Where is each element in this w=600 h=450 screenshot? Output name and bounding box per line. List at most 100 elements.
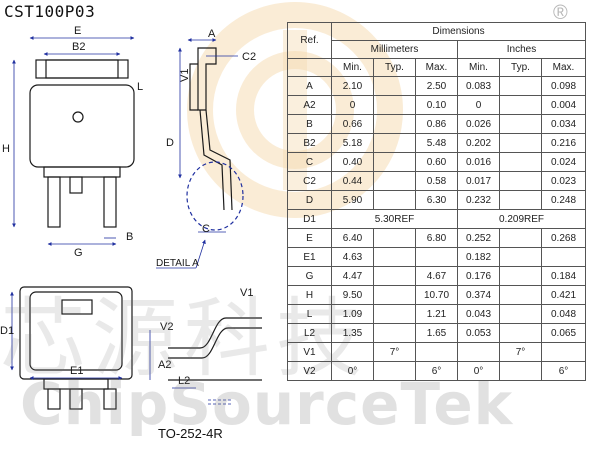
registered-mark: ®: [553, 2, 568, 24]
dimensions-table: Ref. Dimensions Millimeters Inches Min.T…: [287, 22, 586, 381]
table-cell: 1.21: [415, 304, 458, 324]
table-cell: [373, 285, 416, 305]
label-C2: C2: [242, 51, 256, 63]
table-cell: 0.421: [541, 285, 586, 305]
subheader-cell: Min.: [457, 58, 500, 77]
table-cell: [499, 190, 542, 210]
table-cell: 1.65: [415, 323, 458, 343]
table-cell: 6°: [415, 361, 458, 381]
table-cell: [499, 304, 542, 324]
top-view: [29, 59, 135, 228]
label-C: C: [202, 223, 210, 235]
table-cell: [373, 247, 416, 267]
label-V1-detail: V1: [240, 287, 253, 299]
label-E1: E1: [70, 365, 83, 377]
table-cell: 0.40: [331, 152, 374, 172]
table-cell: [499, 247, 542, 267]
ref-cell: V1: [287, 342, 332, 362]
bottom-view: [19, 286, 133, 410]
table-cell: [457, 342, 500, 362]
table-cell: [499, 228, 542, 248]
ref-cell: E: [287, 228, 332, 248]
table-cell: 0.86: [415, 114, 458, 134]
table-cell: 0.026: [457, 114, 500, 134]
span-cell-mm: 5.30REF: [331, 209, 458, 229]
ref-cell: L2: [287, 323, 332, 343]
label-A: A: [208, 28, 216, 40]
table-cell: [373, 266, 416, 286]
subheader-cell: Max.: [541, 58, 586, 77]
table-cell: [499, 266, 542, 286]
table-cell: [499, 152, 542, 172]
table-cell: [499, 133, 542, 153]
label-A2: A2: [158, 359, 171, 371]
table-cell: 2.50: [415, 76, 458, 96]
table-cell: 0.098: [541, 76, 586, 96]
table-cell: [373, 133, 416, 153]
subheader-cell: Typ.: [373, 58, 416, 77]
ref-cell: D1: [287, 209, 332, 229]
table-cell: 1.09: [331, 304, 374, 324]
table-cell: 9.50: [331, 285, 374, 305]
ref-cell: C: [287, 152, 332, 172]
ref-cell: D: [287, 190, 332, 210]
table-cell: [331, 342, 374, 362]
table-cell: [499, 285, 542, 305]
header-ref: Ref.: [287, 22, 332, 59]
label-V2: V2: [160, 321, 173, 333]
table-cell: 0.024: [541, 152, 586, 172]
table-cell: [499, 171, 542, 191]
subheader-cell: Typ.: [499, 58, 542, 77]
table-cell: 6°: [541, 361, 586, 381]
table-cell: [373, 228, 416, 248]
table-cell: 0.004: [541, 95, 586, 115]
ref-cell: G: [287, 266, 332, 286]
table-cell: 0: [457, 95, 500, 115]
table-cell: [373, 171, 416, 191]
ref-cell: L: [287, 304, 332, 324]
ref-cell: E1: [287, 247, 332, 267]
ref-cell: A2: [287, 95, 332, 115]
table-cell: 5.90: [331, 190, 374, 210]
table-cell: 10.70: [415, 285, 458, 305]
table-cell: 0.065: [541, 323, 586, 343]
label-B2: B2: [72, 41, 85, 53]
subheader-cell: Min.: [331, 58, 374, 77]
span-cell-inch: 0.209REF: [457, 209, 586, 229]
side-view: [186, 47, 244, 231]
table-cell: 0°: [331, 361, 374, 381]
table-cell: 0.58: [415, 171, 458, 191]
table-cell: 0.053: [457, 323, 500, 343]
label-B: B: [126, 231, 133, 243]
table-cell: [373, 304, 416, 324]
table-cell: 0.048: [541, 304, 586, 324]
table-cell: 0.268: [541, 228, 586, 248]
table-cell: 0.043: [457, 304, 500, 324]
table-cell: [499, 95, 542, 115]
table-cell: 0.034: [541, 114, 586, 134]
table-cell: [499, 114, 542, 134]
table-cell: 0.66: [331, 114, 374, 134]
table-cell: [499, 323, 542, 343]
table-cell: 5.48: [415, 133, 458, 153]
table-cell: 7°: [373, 342, 416, 362]
table-cell: [373, 114, 416, 134]
table-cell: [373, 95, 416, 115]
table-cell: 1.35: [331, 323, 374, 343]
table-cell: [373, 323, 416, 343]
label-L: L: [137, 81, 143, 93]
table-cell: [373, 190, 416, 210]
label-D: D: [166, 137, 174, 149]
table-cell: [541, 342, 586, 362]
table-cell: 2.10: [331, 76, 374, 96]
